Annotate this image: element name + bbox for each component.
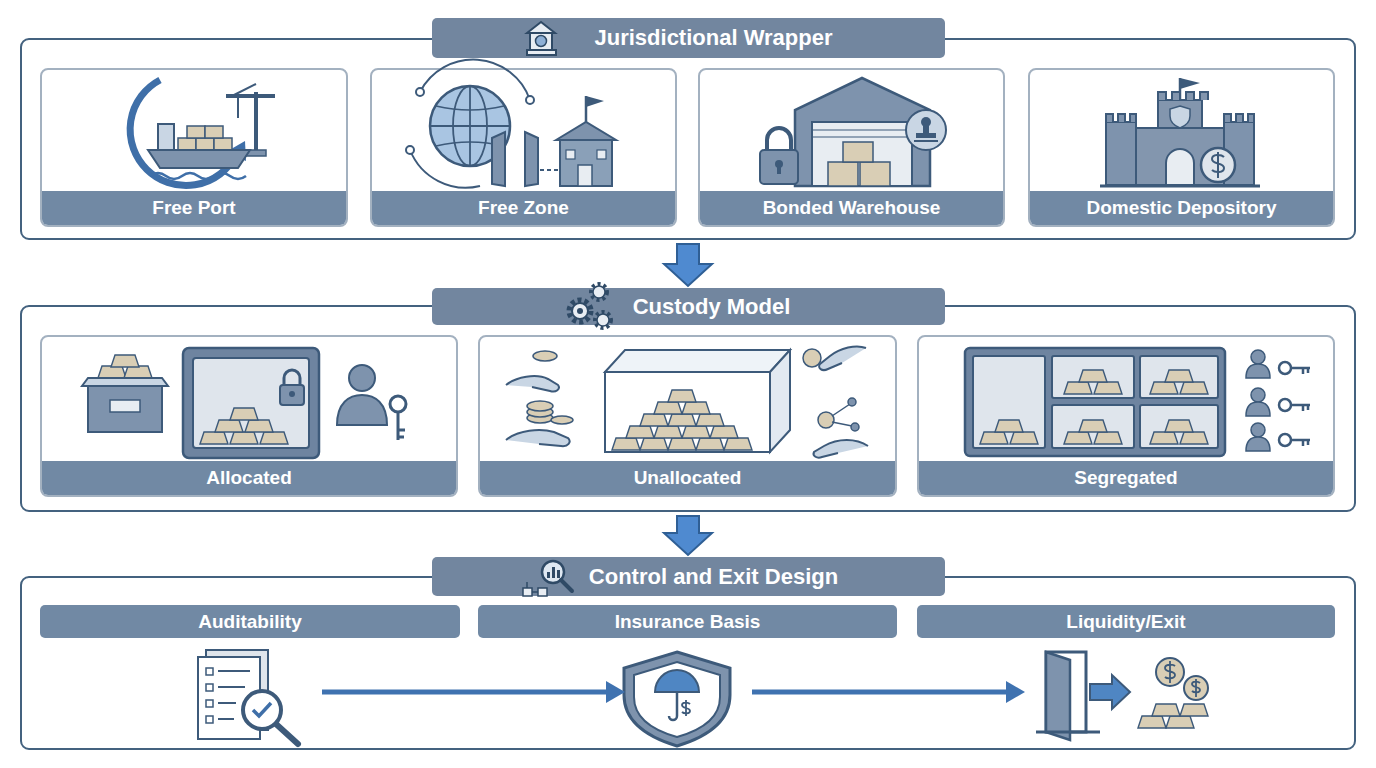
criterion-column: Auditability <box>195 605 322 745</box>
flow-arrow <box>664 244 712 286</box>
criterion-label: Auditability <box>40 605 460 638</box>
card-label: Allocated <box>42 461 456 495</box>
card-label: Bonded Warehouse <box>700 191 1003 225</box>
option-card: Domestic Depository <box>1028 68 1335 227</box>
card-label: Unallocated <box>480 461 895 495</box>
card-label: Free Zone <box>372 191 675 225</box>
option-card: Bonded Warehouse <box>698 68 1005 227</box>
flow-arrow <box>664 516 712 555</box>
section-band: Jurisdictional WrapperFree Port Free Zone… <box>20 18 1356 240</box>
block-arrow <box>664 244 712 286</box>
band-frame <box>20 576 1356 750</box>
option-card: Free Zone <box>370 68 677 227</box>
option-card: Allocated <box>40 335 458 497</box>
section-band: Control and Exit DesignAuditability Insur… <box>20 557 1356 750</box>
criterion-label: Insurance Basis <box>478 605 897 638</box>
section-header: Custody Model <box>432 288 945 325</box>
option-card: Free Port <box>40 68 348 227</box>
criterion-label: Liquidity/Exit <box>917 605 1335 638</box>
block-arrow <box>664 516 712 555</box>
section-header: Jurisdictional Wrapper <box>432 18 945 58</box>
criterion-column: Insurance Basis <box>625 605 752 745</box>
section-band: Custody ModelAllocated Unallocated Segrega… <box>20 288 1356 512</box>
card-label: Free Port <box>42 191 346 225</box>
criterion-column: Liquidity/Exit <box>1025 605 1215 745</box>
section-header: Control and Exit Design <box>432 557 945 596</box>
option-card: Segregated <box>917 335 1335 497</box>
card-label: Segregated <box>919 461 1333 495</box>
card-label: Domestic Depository <box>1030 191 1333 225</box>
option-card: Unallocated <box>478 335 897 497</box>
